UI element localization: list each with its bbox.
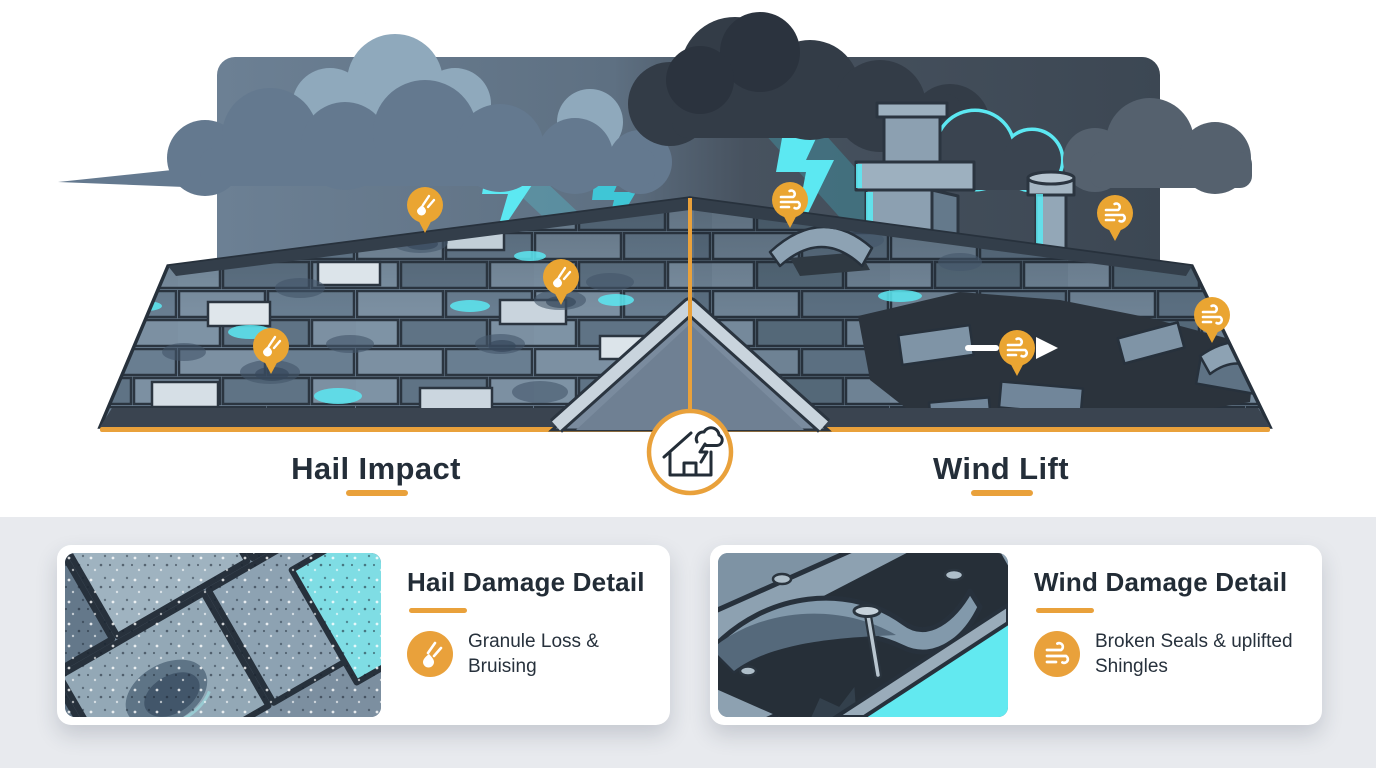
storm-house-icon	[662, 426, 724, 477]
hail-card-note: Granule Loss & Bruising	[468, 631, 599, 678]
hail-card-title: Hail Damage Detail	[407, 567, 645, 597]
hail-label-underline	[346, 490, 408, 496]
zone-divider-line	[688, 198, 692, 412]
wind-card-title: Wind Damage Detail	[1034, 567, 1288, 597]
wind-lift-label: Wind Lift	[933, 451, 1069, 486]
hail-damage-close-up-image	[65, 553, 381, 717]
storm-roof-illustration: Hail Impact Wind Lift	[58, 12, 1273, 496]
wind-direction-arrowhead	[1036, 337, 1058, 359]
wind-damage-close-up-image	[718, 553, 1008, 717]
hail-icon	[407, 631, 453, 678]
detail-cards-section: Hail Damage Detail Granule Loss & Bruisi…	[0, 517, 1376, 768]
wind-card-underline	[1036, 608, 1094, 613]
house-storm-badge	[646, 408, 734, 496]
wind-damage-card: Wind Damage Detail Broken Seals & uplift…	[710, 545, 1322, 725]
wind-label-underline	[971, 490, 1033, 496]
wind-card-note: Broken Seals & uplifted Shingles	[1095, 631, 1293, 678]
hail-impact-label: Hail Impact	[291, 451, 461, 486]
wind-icon	[1034, 631, 1080, 678]
storm-clouds-left	[58, 34, 672, 196]
exposed-nail	[852, 604, 882, 679]
hail-card-underline	[409, 608, 467, 613]
wind-pin-icon	[965, 330, 1058, 376]
hail-damage-card: Hail Damage Detail Granule Loss & Bruisi…	[57, 545, 670, 725]
